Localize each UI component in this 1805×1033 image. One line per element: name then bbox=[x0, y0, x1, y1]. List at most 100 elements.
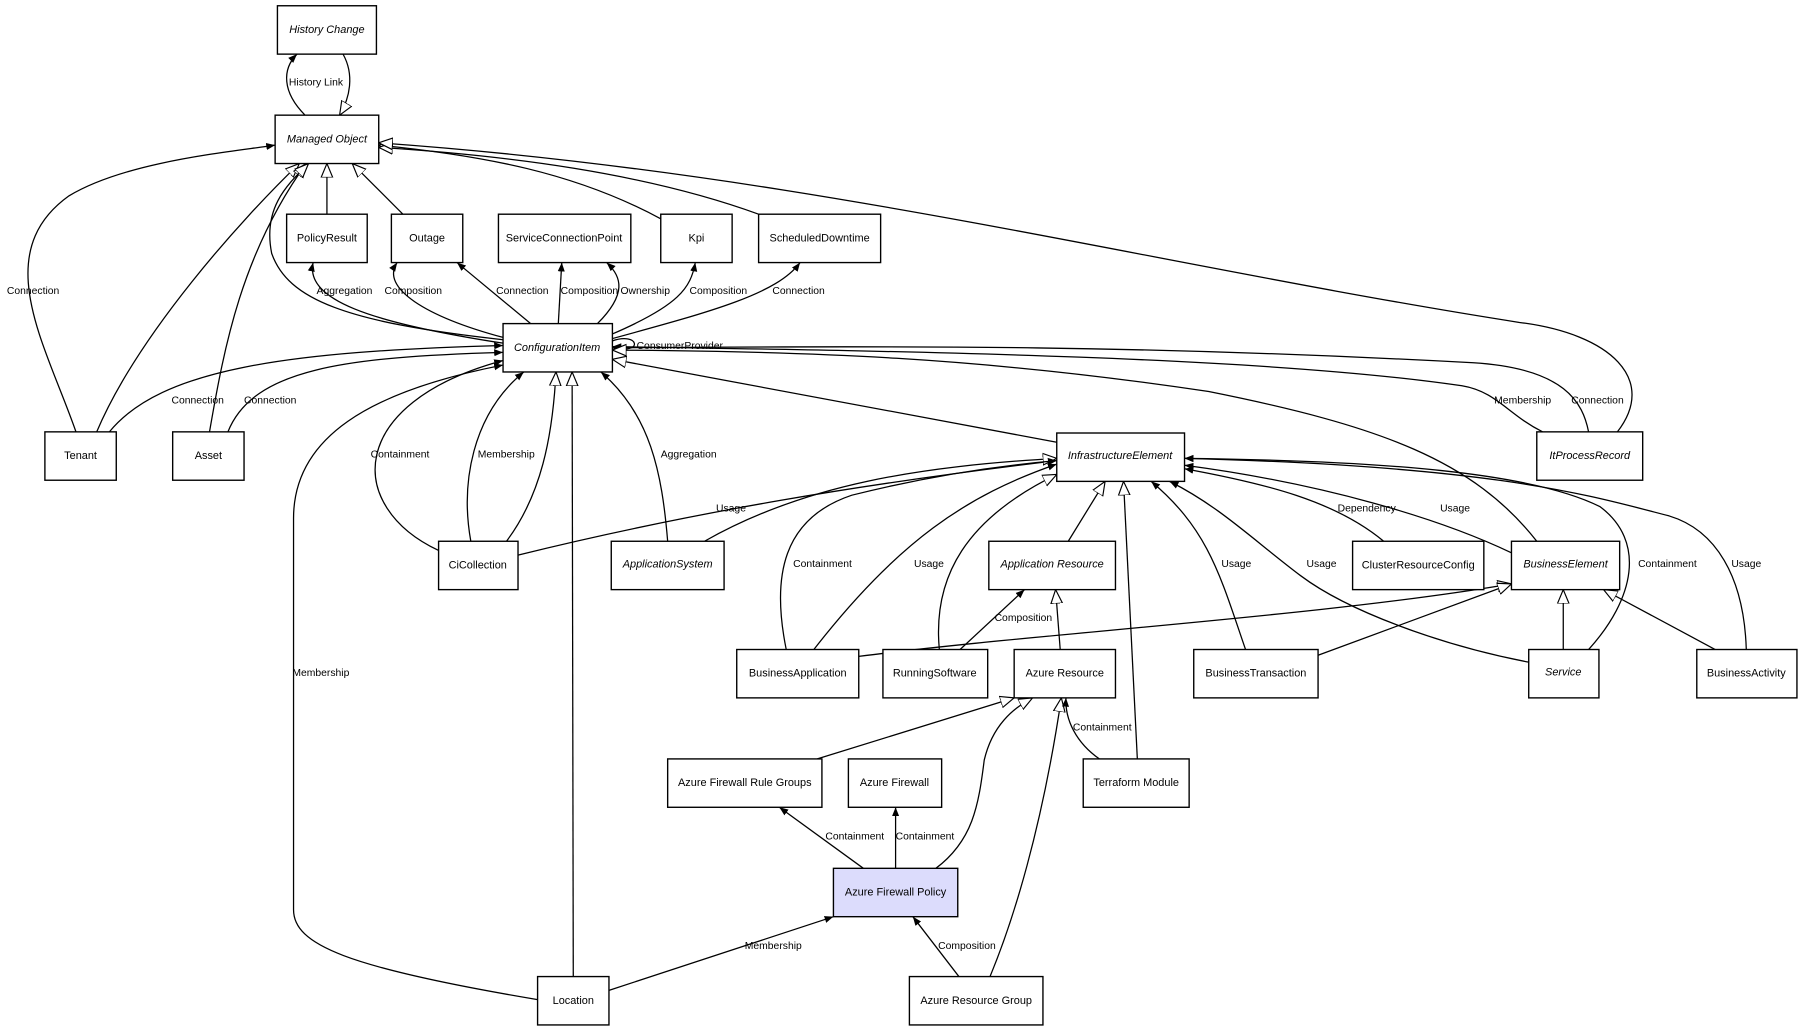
node-location[interactable]: Location bbox=[536, 975, 610, 1026]
node-asset[interactable]: Asset bbox=[171, 431, 245, 481]
edge-tenant-inherit-mo bbox=[96, 164, 300, 433]
node-kpi[interactable]: Kpi bbox=[660, 213, 733, 264]
node-label: Azure Resource bbox=[1026, 668, 1104, 680]
node-azure-firewall[interactable]: Azure Firewall bbox=[847, 758, 943, 808]
node-application-system[interactable]: ApplicationSystem bbox=[610, 540, 725, 591]
node-label: Service bbox=[1545, 667, 1581, 679]
node-label: CiCollection bbox=[449, 559, 507, 571]
node-label: Application Resource bbox=[1000, 558, 1104, 570]
edge-appsys-inherit-ie bbox=[704, 458, 1057, 542]
edge-label: Usage bbox=[1731, 559, 1761, 570]
edge-ci-composition-kpi bbox=[612, 262, 698, 335]
node-label: Azure Resource Group bbox=[920, 995, 1032, 1007]
edge-cicoll-inherit-ci bbox=[505, 372, 556, 542]
edge-ci-inherit-mo bbox=[269, 164, 504, 341]
edge-label: Membership bbox=[745, 941, 802, 952]
edge-label: Usage bbox=[1440, 504, 1470, 515]
edge-label: Composition bbox=[384, 286, 442, 297]
node-history-change[interactable]: History Change bbox=[276, 5, 378, 55]
edge-ci-composition-outage bbox=[389, 262, 504, 339]
edge-cicoll-usage-ie bbox=[517, 458, 1057, 556]
edge-be-inherit-ci bbox=[612, 350, 1538, 542]
edge-label: Containment bbox=[896, 832, 955, 843]
nodes: History Change Managed Object PolicyResu… bbox=[44, 5, 1798, 1026]
edge-ci-connection-sd bbox=[612, 262, 801, 340]
edge-cicoll-membership bbox=[466, 371, 525, 542]
edge-label: Membership bbox=[292, 668, 349, 679]
node-infrastructure-element[interactable]: InfrastructureElement bbox=[1056, 432, 1186, 483]
edge-kpi-inherit-mo bbox=[379, 145, 662, 220]
node-azure-firewall-policy[interactable]: Azure Firewall Policy bbox=[832, 867, 959, 918]
edge-tenant-connection-mo bbox=[27, 142, 276, 433]
node-policy-result[interactable]: PolicyResult bbox=[285, 213, 368, 264]
node-running-software[interactable]: RunningSoftware bbox=[882, 648, 989, 699]
edge-label: Usage bbox=[716, 504, 746, 515]
node-application-resource[interactable]: Application Resource bbox=[988, 540, 1117, 591]
edge-bt-usage-ie bbox=[1150, 480, 1247, 650]
node-outage[interactable]: Outage bbox=[390, 213, 464, 264]
edge-sd-inherit-mo bbox=[379, 147, 759, 215]
edge-appsys-aggregation bbox=[600, 371, 669, 542]
edge-label: Connection bbox=[1571, 395, 1624, 406]
edge-label: Usage bbox=[1221, 559, 1251, 570]
edge-crc-dependency-ie bbox=[1184, 466, 1385, 542]
edge-ba-inherit-be bbox=[858, 584, 1512, 658]
node-azure-resource[interactable]: Azure Resource bbox=[1013, 648, 1117, 699]
node-terraform-module[interactable]: Terraform Module bbox=[1082, 758, 1190, 808]
node-label: Azure Firewall Policy bbox=[845, 887, 947, 899]
node-label: ItProcessRecord bbox=[1549, 450, 1631, 462]
edge-label: Containment bbox=[1073, 722, 1132, 733]
node-configuration-item[interactable]: ConfigurationItem bbox=[502, 322, 614, 373]
node-managed-object[interactable]: Managed Object bbox=[274, 114, 380, 165]
node-label: Asset bbox=[195, 450, 222, 462]
edge-label: ConsumerProvider bbox=[637, 341, 724, 352]
edge-labels: History Link Connection Aggregation Comp… bbox=[7, 77, 1762, 952]
edge-afp-containment-rg bbox=[778, 806, 864, 869]
edge-label: Connection bbox=[772, 286, 825, 297]
node-service-connection-point[interactable]: ServiceConnectionPoint bbox=[497, 213, 632, 264]
node-label: History Change bbox=[289, 24, 364, 36]
edge-label: Usage bbox=[914, 559, 944, 570]
node-it-process-record[interactable]: ItProcessRecord bbox=[1536, 431, 1644, 481]
node-azure-firewall-rule-groups[interactable]: Azure Firewall Rule Groups bbox=[666, 758, 823, 808]
node-label: Terraform Module bbox=[1093, 777, 1179, 789]
node-label: InfrastructureElement bbox=[1068, 450, 1173, 462]
node-tenant[interactable]: Tenant bbox=[44, 431, 117, 481]
edge-afrg-inherit-azr bbox=[817, 698, 1014, 760]
edge-rs-inherit-ie bbox=[937, 474, 1056, 650]
edge-be-usage-ie bbox=[1184, 462, 1512, 554]
node-label: ApplicationSystem bbox=[622, 558, 713, 570]
edge-outage-inherit-mo bbox=[352, 164, 404, 215]
node-service[interactable]: Service bbox=[1528, 648, 1600, 699]
node-ci-collection[interactable]: CiCollection bbox=[437, 540, 519, 591]
node-business-activity[interactable]: BusinessActivity bbox=[1696, 648, 1798, 699]
edge-asset-connection-ci bbox=[227, 349, 504, 433]
edge-rs-composition-ar bbox=[959, 589, 1025, 650]
node-business-transaction[interactable]: BusinessTransaction bbox=[1193, 648, 1319, 699]
edge-ipr-membership bbox=[612, 343, 1543, 433]
node-business-application[interactable]: BusinessApplication bbox=[736, 648, 860, 699]
edge-label: Connection bbox=[172, 395, 225, 406]
node-azure-resource-group[interactable]: Azure Resource Group bbox=[908, 975, 1044, 1026]
edge-label: Containment bbox=[1638, 559, 1697, 570]
node-label: Azure Firewall Rule Groups bbox=[678, 777, 812, 789]
edge-label: Containment bbox=[825, 832, 884, 843]
edge-ci-ownership-scp bbox=[596, 262, 620, 325]
node-label: Kpi bbox=[689, 232, 705, 244]
edge-tenant-connection-ci bbox=[108, 342, 504, 433]
node-label: ScheduledDowntime bbox=[770, 232, 870, 244]
node-scheduled-downtime[interactable]: ScheduledDowntime bbox=[757, 213, 882, 264]
edge-azr-inherit-apr bbox=[1056, 590, 1061, 650]
edge-label: Composition bbox=[690, 286, 748, 297]
node-label: Managed Object bbox=[287, 133, 368, 145]
edge-bt-inherit-be bbox=[1317, 584, 1511, 656]
edge-ie-inherit-ci bbox=[612, 359, 1057, 443]
edge-bact-inherit-be bbox=[1604, 590, 1716, 651]
node-business-element[interactable]: BusinessElement bbox=[1510, 540, 1621, 591]
edge-bact-usage-ie bbox=[1184, 455, 1747, 650]
node-cluster-resource-config[interactable]: ClusterResourceConfig bbox=[1351, 540, 1485, 591]
node-label: ConfigurationItem bbox=[514, 342, 600, 354]
edge-label: Usage bbox=[1307, 559, 1337, 570]
edge-history-inheritance bbox=[340, 53, 350, 115]
